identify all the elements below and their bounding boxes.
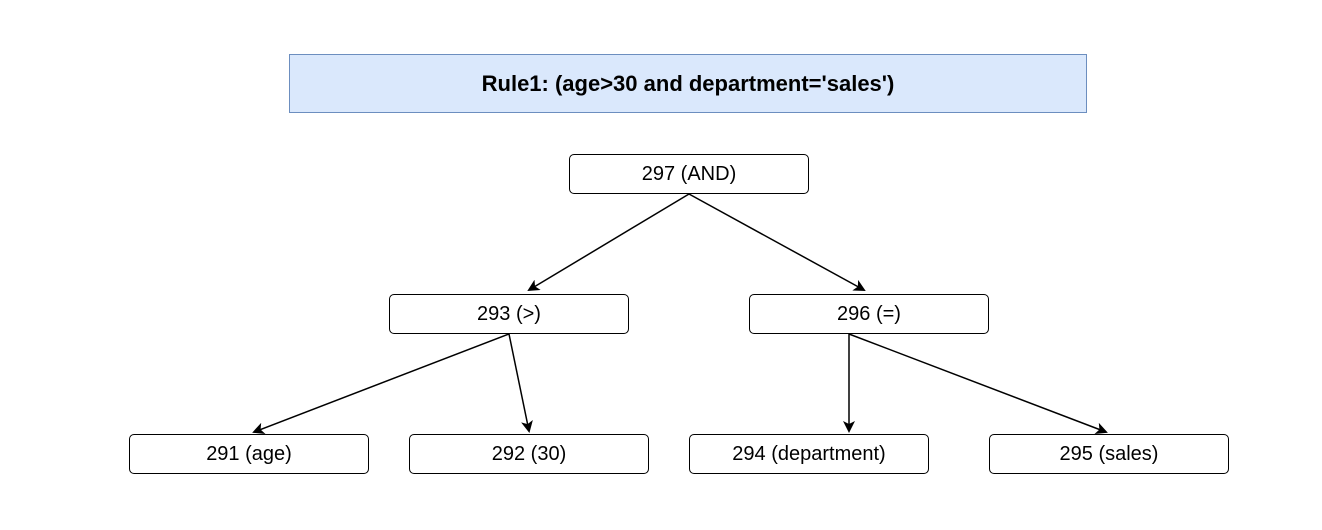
edge-297-296 — [688, 193, 866, 291]
node-297-and: 297 (AND) — [569, 154, 809, 194]
edge-293-292 — [508, 333, 533, 433]
node-295-sales: 295 (sales) — [989, 434, 1229, 474]
edge-293-291 — [252, 333, 510, 435]
rule-title: Rule1: (age>30 and department='sales') — [289, 54, 1087, 113]
node-291-age: 291 (age) — [129, 434, 369, 474]
node-292-30: 292 (30) — [409, 434, 649, 474]
node-293-greater-than: 293 (>) — [389, 294, 629, 334]
node-296-equals: 296 (=) — [749, 294, 989, 334]
edge-297-293 — [527, 193, 690, 292]
edge-296-295 — [848, 333, 1108, 435]
node-294-department: 294 (department) — [689, 434, 929, 474]
